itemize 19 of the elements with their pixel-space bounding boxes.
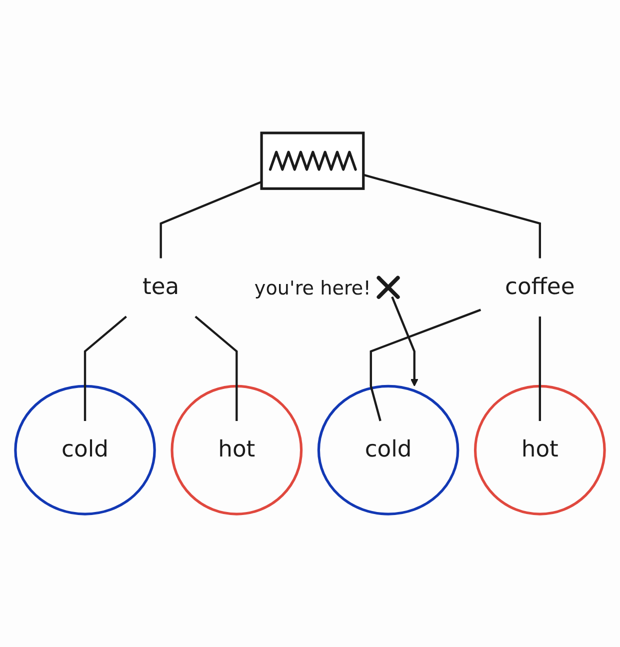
oval-outline [474, 384, 606, 516]
node-text: hot [218, 436, 256, 463]
connector [84, 316, 127, 421]
node-text: cold [62, 436, 108, 463]
connector [370, 308, 482, 422]
connector [363, 174, 541, 258]
node-box [260, 132, 365, 190]
connector [538, 316, 541, 421]
oval-outline [14, 384, 156, 516]
node-text: hot [521, 436, 558, 463]
oval-outline [170, 384, 303, 516]
connector [194, 316, 238, 421]
oval-outline [317, 384, 460, 516]
node-text: tea [142, 274, 180, 300]
node-text: cold [364, 436, 412, 463]
node-text: coffee [505, 274, 575, 300]
annotation-text: you're here! [254, 276, 371, 300]
connector [160, 180, 262, 258]
arrow [391, 296, 418, 386]
